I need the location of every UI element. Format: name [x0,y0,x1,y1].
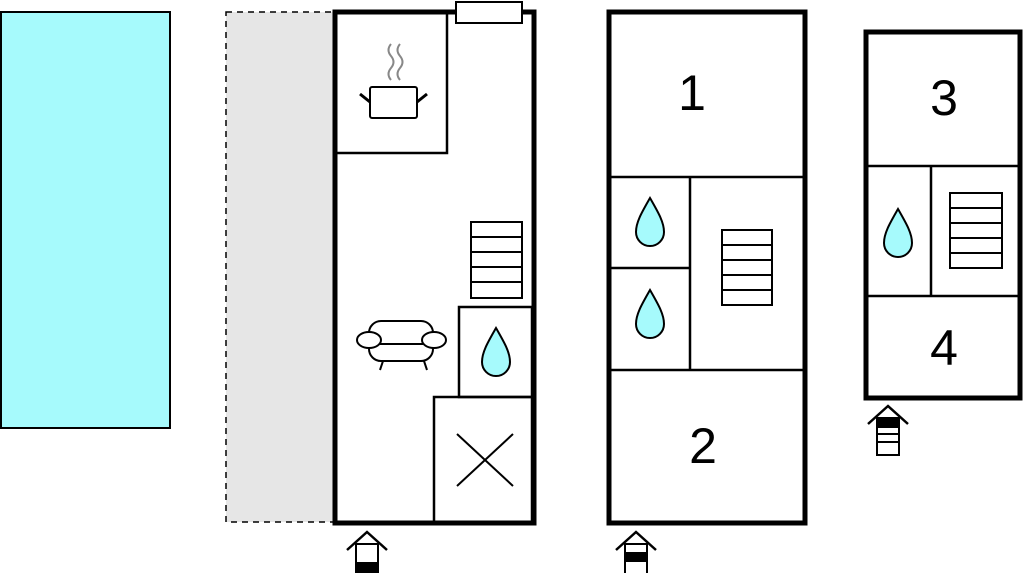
room-label-3: 3 [930,70,958,126]
stairs-icon [949,192,1003,269]
entrance-icon [867,404,909,456]
room-label-2: 2 [689,418,717,474]
entrance-icon [614,530,658,573]
cross-icon [456,433,514,487]
water-drop-icon [635,289,665,339]
water-drop-icon [481,327,511,377]
pot-icon [359,43,428,119]
upper-floor: 1 2 [606,9,808,573]
sofa-icon [356,320,447,371]
water-drop-icon [883,208,913,258]
entrance-icon [345,530,389,573]
kitchen [333,10,449,155]
ground-floor [332,1,537,573]
utility-room [432,395,534,524]
room-label-1: 1 [678,65,706,121]
room-label-4: 4 [930,320,958,376]
stairs-icon [470,221,523,299]
window [455,1,523,24]
pool [0,11,171,429]
top-floor: 3 4 [863,29,1023,456]
terrace [225,11,335,523]
stairs-icon [721,229,773,306]
water-drop-icon [635,197,665,247]
